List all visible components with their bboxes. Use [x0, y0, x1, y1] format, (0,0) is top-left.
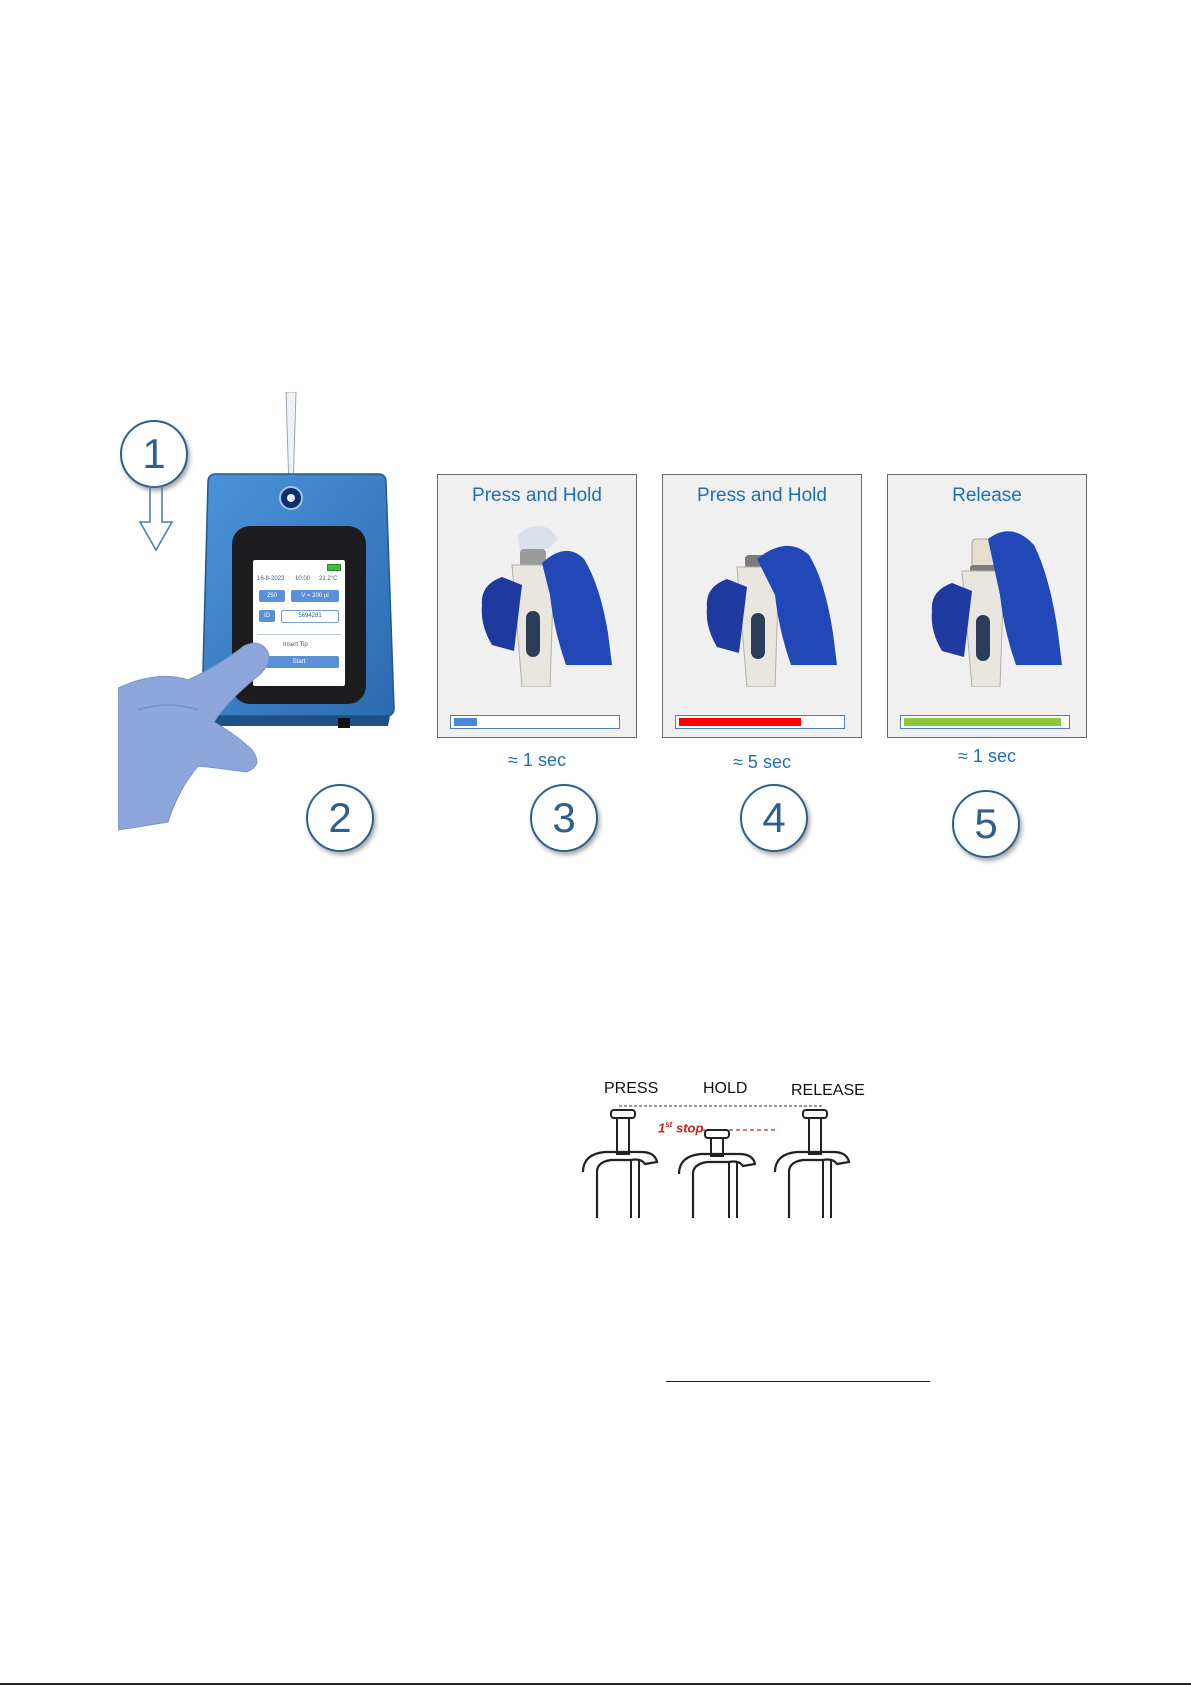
screen-divider: [257, 634, 341, 635]
pipette-outline-hold: [679, 1130, 755, 1218]
gloved-hand-image: [118, 640, 288, 840]
pipette-hand-image: [687, 515, 837, 687]
panel-title: Press and Hold: [438, 485, 636, 507]
step-number-4: 4: [740, 784, 808, 852]
blank-underline: [666, 1381, 930, 1382]
step-number-2: 2: [306, 784, 374, 852]
progress-bar: [900, 715, 1070, 729]
battery-icon: [327, 564, 341, 571]
release-label: RELEASE: [791, 1082, 865, 1100]
press-label: PRESS: [604, 1080, 658, 1098]
duration-label-5: ≈ 1 sec: [887, 746, 1087, 767]
instruction-panel-4: Press and Hold: [662, 474, 862, 738]
down-arrow-icon: [138, 486, 174, 552]
hold-label: HOLD: [703, 1080, 747, 1098]
instruction-panel-3: Press and Hold: [437, 474, 637, 738]
panel-title: Release: [888, 485, 1086, 507]
step-number-5: 5: [952, 790, 1020, 858]
progress-bar: [675, 715, 845, 729]
device-date: 16-8-2023: [257, 576, 284, 582]
panel-title: Press and Hold: [663, 485, 861, 507]
count-button[interactable]: 250: [259, 590, 285, 602]
step-number-3: 3: [530, 784, 598, 852]
pipette-outline-release: [775, 1110, 849, 1218]
progress-fill: [454, 718, 477, 726]
id-value-field[interactable]: 5694281: [281, 610, 339, 623]
progress-fill: [679, 718, 801, 726]
duration-label-3: ≈ 1 sec: [437, 750, 637, 771]
pipette-stop-diagram: [575, 1100, 875, 1220]
instruction-panel-5: Release: [887, 474, 1087, 738]
duration-label-4: ≈ 5 sec: [662, 752, 862, 773]
pipette-hand-image: [912, 515, 1062, 687]
progress-bar: [450, 715, 620, 729]
device-time: 10:00: [295, 576, 310, 582]
volume-button[interactable]: V = 200 µl: [291, 590, 339, 602]
step-number-1: 1: [120, 420, 188, 488]
pipette-outline-press: [583, 1110, 657, 1218]
progress-fill: [904, 718, 1061, 726]
id-button[interactable]: ID: [259, 610, 275, 622]
pipette-hand-image: [462, 515, 612, 687]
device-temperature: 21.2°C: [319, 576, 337, 582]
